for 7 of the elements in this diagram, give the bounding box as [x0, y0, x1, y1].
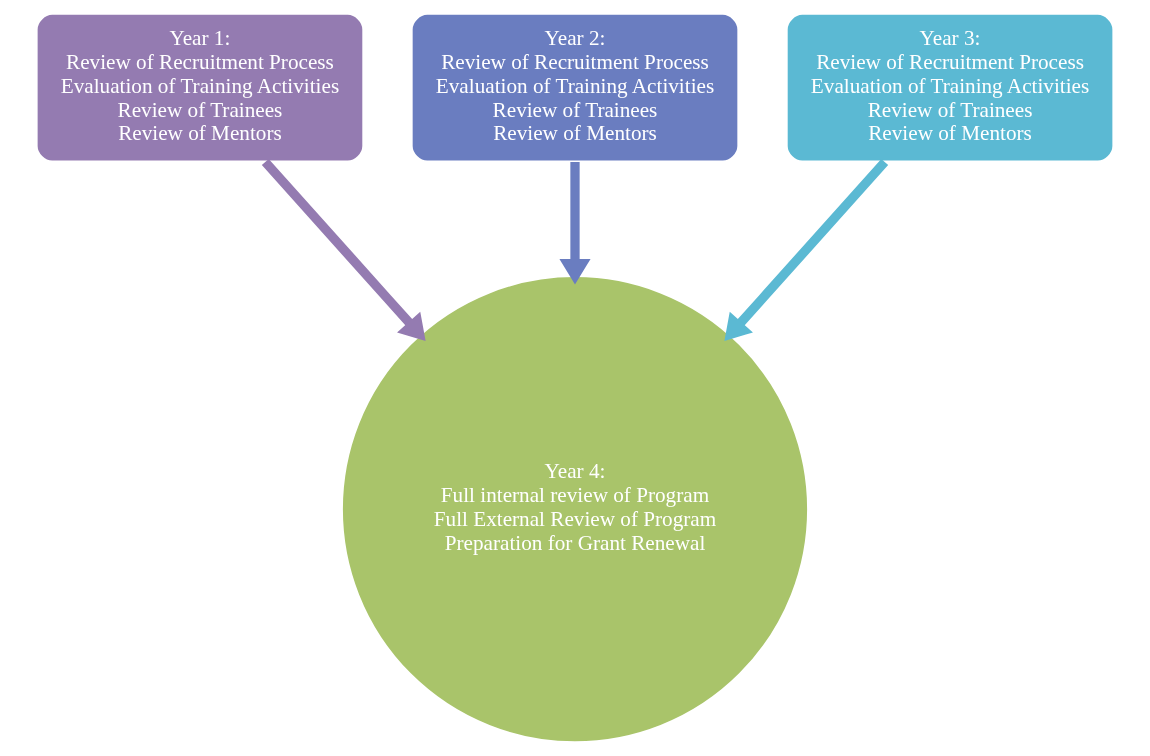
arrow [559, 162, 591, 285]
node-box: Year 3: Review of Recruitment Process Evaluation of Training Activities Review of Trainees Review of Mentors [785, 12, 1116, 164]
node-box: Year 2: Review of Recruitment Process Evaluation of Training Activities Review of Trainees Review of Mentors [410, 12, 740, 164]
arrow [724, 158, 889, 342]
node-circle: Year 4: Full internal review of Program Full External Review of Program Preparation for Grant Renewal [340, 274, 810, 744]
arrow [261, 158, 426, 342]
node-box: Year 1: Review of Recruitment Process Evaluation of Training Activities Review of Trainees Review of Mentors [34, 12, 365, 164]
